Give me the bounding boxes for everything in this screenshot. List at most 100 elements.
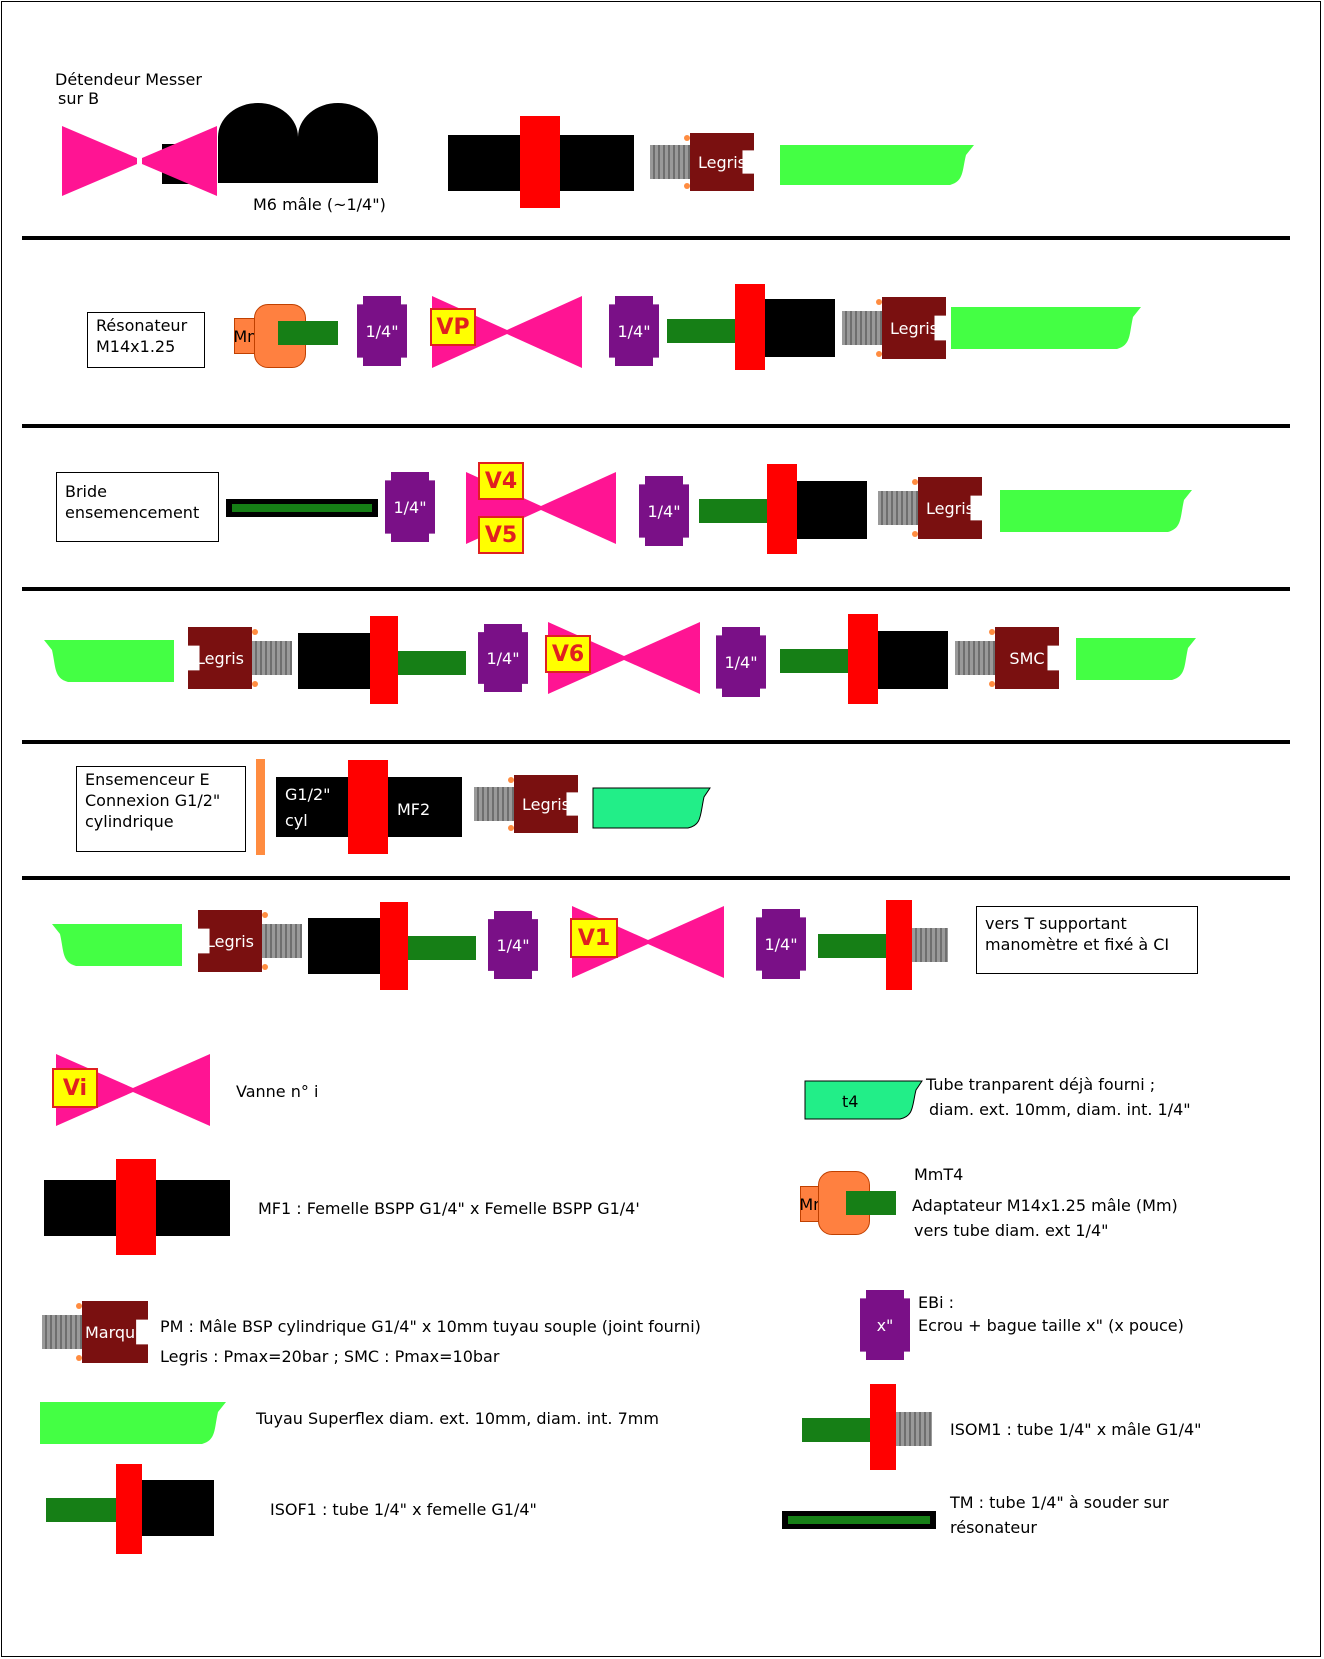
resonator-label-l1: Résonateur	[96, 316, 188, 335]
legend-pm-fitting: Marque	[42, 1301, 148, 1363]
isof1-body	[308, 918, 380, 974]
nut-1-4: 1/4"	[639, 476, 689, 546]
mf2-label-l1: G1/2"	[285, 785, 331, 804]
legend-pm-l1: PM : Mâle BSP cylindrique G1/4" x 10mm t…	[160, 1317, 701, 1336]
legend-mm-tube	[846, 1191, 896, 1215]
valve-v4-tag: V4	[478, 462, 524, 500]
legend-ebi-l2: Ecrou + bague taille x" (x pouce)	[918, 1316, 1184, 1335]
flange-box: Bride ensemencement	[56, 472, 219, 542]
isof1-body	[797, 481, 867, 539]
manometer-label-l2: manomètre et fixé à CI	[985, 935, 1170, 954]
legend-ebi-l1: EBi :	[918, 1293, 955, 1312]
flange-label-l1: Bride	[65, 482, 107, 501]
mf2-label-l2: cyl	[285, 811, 308, 830]
superflex-hose	[44, 640, 174, 682]
legend-ebi-nut: x"	[860, 1290, 910, 1360]
legend-valve-tag: Vi	[52, 1068, 98, 1108]
legend-mmt4-l1: Adaptateur M14x1.25 mâle (Mm)	[912, 1196, 1178, 1215]
legend-isof1-ring	[116, 1464, 142, 1554]
resonator-label-l2: M14x1.25	[96, 337, 176, 356]
nut-1-4: 1/4"	[478, 624, 528, 692]
superflex-hose	[1076, 638, 1196, 680]
seeder-label-l2: Connexion G1/2"	[85, 791, 221, 810]
isof1-ring	[380, 902, 408, 990]
transparent-tube	[592, 787, 711, 829]
separator	[22, 424, 1290, 428]
isof1-tube	[408, 936, 476, 960]
legris-fitting: Legris	[878, 477, 982, 539]
nut-1-4: 1/4"	[488, 911, 538, 979]
smc-fitting: SMC	[955, 627, 1059, 689]
legris-fitting: Legris	[188, 627, 292, 689]
nut-1-4: 1/4"	[609, 296, 659, 366]
legend-tm-l1: TM : tube 1/4" à souder sur	[950, 1493, 1169, 1512]
mf2-label: MF2	[397, 800, 431, 819]
isom1-thread	[912, 928, 948, 962]
separator	[22, 876, 1290, 880]
legend-superflex-hose	[40, 1402, 226, 1444]
nut-1-4: 1/4"	[357, 296, 407, 366]
isof1-tube	[398, 651, 466, 675]
legend-tube-tag: t4	[842, 1092, 859, 1111]
isom1-ring	[886, 900, 912, 990]
nut-1-4: 1/4"	[716, 627, 766, 697]
legend-isof1-text: ISOF1 : tube 1/4" x femelle G1/4"	[270, 1500, 537, 1519]
legris-fitting: Legris	[650, 133, 754, 191]
legend-isof1-tube	[46, 1498, 118, 1522]
flange-label-l2: ensemencement	[65, 503, 200, 522]
legend-isom1-text: ISOM1 : tube 1/4" x mâle G1/4"	[950, 1420, 1202, 1439]
separator	[22, 587, 1290, 591]
nut-1-4: 1/4"	[385, 472, 435, 542]
nut-1-4: 1/4"	[756, 909, 806, 979]
valve-v6-tag: V6	[545, 635, 591, 673]
isof1-ring	[370, 616, 398, 704]
isof1-ring	[848, 614, 878, 704]
legend-tm-tube-core	[788, 1516, 930, 1524]
valve-vp-tag: VP	[430, 308, 476, 346]
superflex-hose	[52, 924, 182, 966]
isof1-body	[878, 631, 948, 689]
legend-mmt4-l2: vers tube diam. ext 1/4"	[914, 1221, 1109, 1240]
m6-label: M6 mâle (~1/4")	[253, 195, 386, 214]
separator	[22, 236, 1290, 240]
manometer-box: vers T supportant manomètre et fixé à CI	[976, 906, 1198, 974]
valve-v5-tag: V5	[478, 516, 524, 554]
legend-tube-l1: Tube tranparent déjà fourni ;	[926, 1075, 1156, 1094]
seeder-label-l3: cylindrique	[85, 812, 174, 831]
legend-superflex-text: Tuyau Superflex diam. ext. 10mm, diam. i…	[256, 1409, 659, 1428]
mf1-ring	[520, 116, 560, 208]
legend-tube-l2: diam. ext. 10mm, diam. int. 1/4"	[929, 1100, 1191, 1119]
manometer-label-l1: vers T supportant	[985, 914, 1127, 933]
regulator-title: Détendeur Messer	[55, 70, 202, 89]
isof1-ring	[735, 284, 765, 370]
isof1-ring	[767, 464, 797, 554]
legris-fitting: Legris	[198, 910, 302, 972]
regulator-body	[218, 103, 378, 183]
legend-mf1-text: MF1 : Femelle BSPP G1/4" x Femelle BSPP …	[258, 1199, 640, 1218]
isof1-tube	[780, 649, 852, 673]
legend-mf1-ring	[116, 1159, 156, 1255]
legend-isom1-tube	[802, 1418, 874, 1442]
isof1-body	[765, 299, 835, 357]
superflex-hose	[780, 145, 974, 185]
tm-tube-core	[232, 504, 372, 512]
separator	[22, 740, 1290, 744]
isof1-body	[298, 633, 370, 689]
seeder-label-l1: Ensemenceur E	[85, 770, 210, 789]
seal-ring	[256, 759, 265, 855]
legris-fitting: Legris	[474, 775, 578, 833]
legend-valve-text: Vanne n° i	[236, 1082, 319, 1101]
superflex-hose	[951, 307, 1141, 349]
regulator-subtitle: sur B	[58, 89, 100, 108]
isom1-tube	[818, 934, 890, 958]
isof1-tube	[699, 499, 771, 523]
tube-stub	[278, 321, 338, 345]
legris-fitting: Legris	[842, 297, 946, 359]
isof1-tube	[667, 319, 739, 343]
valve-v1-tag: V1	[570, 918, 618, 958]
legend-pm-l2: Legris : Pmax=20bar ; SMC : Pmax=10bar	[160, 1347, 500, 1366]
resonator-box: Résonateur M14x1.25	[87, 312, 205, 368]
seeder-box: Ensemenceur E Connexion G1/2" cylindriqu…	[76, 766, 246, 852]
legend-transparent-tube	[804, 1080, 923, 1120]
